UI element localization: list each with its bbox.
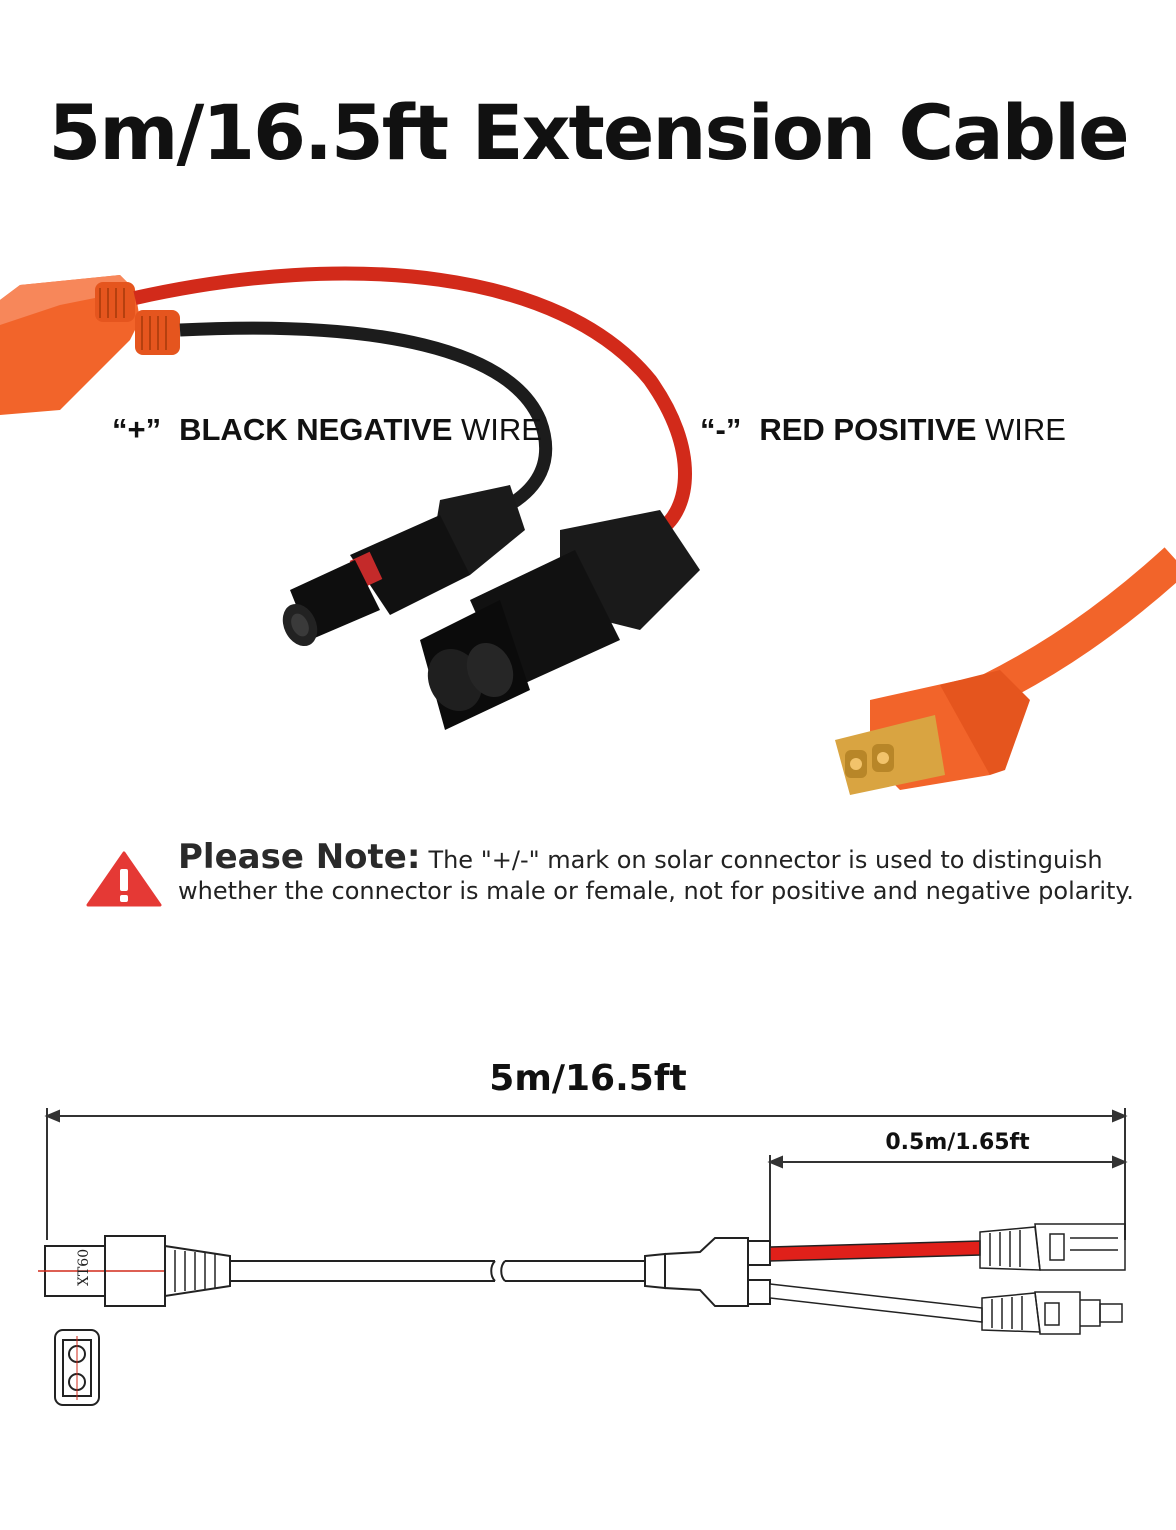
dimension-diagram: XT60 bbox=[38, 1108, 1128, 1406]
y-splitter-drawing bbox=[644, 1237, 771, 1307]
wire-text: WIRE bbox=[452, 412, 542, 447]
xt60-connector bbox=[835, 670, 1030, 795]
branch-dimension-line bbox=[767, 1155, 1128, 1240]
black-wire-label: “+” BLACK NEGATIVE WIRE bbox=[112, 412, 542, 448]
total-dimension-line bbox=[44, 1108, 1128, 1240]
mc4-male-drawing bbox=[981, 1291, 1123, 1335]
y-splitter bbox=[0, 275, 180, 415]
total-length-label: 5m/16.5ft bbox=[489, 1058, 687, 1099]
note-title: Please Note: bbox=[178, 837, 421, 877]
white-branch-wire bbox=[769, 1283, 983, 1323]
red-wire-label: “-” RED POSITIVE WIRE bbox=[700, 412, 1066, 448]
mc4-female-connector bbox=[420, 510, 700, 730]
xt60-plug-drawing bbox=[38, 1235, 231, 1307]
note-text: The "+/-" mark on solar connector is use… bbox=[178, 846, 1134, 905]
plus-mark: “+” bbox=[112, 412, 162, 447]
main-cable-drawing bbox=[230, 1260, 645, 1282]
xt60-end-view bbox=[54, 1329, 100, 1406]
black-wire bbox=[179, 321, 553, 516]
minus-mark: “-” bbox=[700, 412, 742, 447]
mc4-female-drawing bbox=[979, 1223, 1126, 1271]
page-title: 5m/16.5ft Extension Cable bbox=[48, 88, 1129, 177]
orange-cable bbox=[982, 547, 1176, 706]
xt60-marking: XT60 bbox=[76, 1249, 92, 1286]
wire-text: WIRE bbox=[976, 412, 1066, 447]
red-branch-wire bbox=[769, 1240, 981, 1262]
branch-length-label: 0.5m/1.65ft bbox=[885, 1130, 1030, 1155]
red-positive-text: RED POSITIVE bbox=[759, 412, 977, 447]
red-wire bbox=[133, 266, 692, 536]
cable-photo bbox=[0, 266, 1176, 795]
note-block: Please Note:The "+/-" mark on solar conn… bbox=[178, 840, 1138, 907]
warning-icon bbox=[86, 851, 162, 907]
black-negative-text: BLACK NEGATIVE bbox=[179, 412, 453, 447]
mc4-male-connector bbox=[282, 485, 525, 647]
